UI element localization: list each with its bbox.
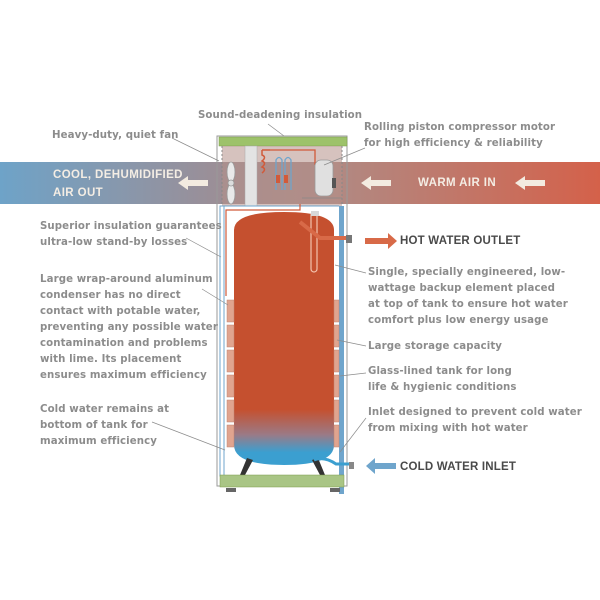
label-glass-lined: Glass-lined tank for long life & hygieni… — [368, 366, 517, 393]
refrigerant-coil — [260, 149, 270, 174]
air-in-arrow-icon-1 — [361, 176, 391, 190]
compressor-motor — [314, 159, 334, 197]
sound-insulation-panel — [218, 136, 348, 147]
label-fan: Heavy-duty, quiet fan — [52, 130, 179, 141]
cold-water-pipe — [339, 206, 344, 494]
label-backup-element: Single, specially engineered, low- watta… — [368, 267, 568, 326]
label-hot-water-outlet: HOT WATER OUTLET — [400, 235, 521, 247]
label-compressor: Rolling piston compressor motor for high… — [364, 122, 556, 149]
leader-lines — [151, 123, 367, 453]
cold-inlet-arrow-icon — [366, 458, 396, 474]
label-condenser: Large wrap-around aluminum condenser has… — [40, 274, 218, 381]
air-out-arrow-icon — [178, 176, 208, 190]
label-storage: Large storage capacity — [368, 341, 503, 352]
label-cold-water-inlet: COLD WATER INLET — [400, 461, 517, 473]
evaporator-column — [244, 145, 258, 207]
air-in-arrow-icon-2 — [515, 176, 545, 190]
tank-leg-right — [312, 458, 325, 475]
fan-icon — [226, 161, 236, 205]
label-sound-insulation: Sound-deadening insulation — [198, 110, 363, 121]
condenser-right — [333, 299, 340, 448]
label-insulation: Superior insulation guarantees ultra-low… — [40, 221, 222, 248]
water-tank — [234, 212, 334, 465]
label-inlet-design: Inlet designed to prevent cold water fro… — [368, 407, 582, 434]
unit-base — [219, 474, 345, 488]
air-in-label: WARM AIR IN — [418, 177, 497, 189]
label-cold-bottom: Cold water remains at bottom of tank for… — [40, 404, 170, 447]
hot-outlet-arrow-icon — [365, 233, 397, 249]
air-out-label: COOL, DEHUMIDIFIED AIR OUT — [53, 169, 183, 199]
tank-leg-left — [240, 458, 253, 475]
condenser-left — [226, 299, 235, 448]
